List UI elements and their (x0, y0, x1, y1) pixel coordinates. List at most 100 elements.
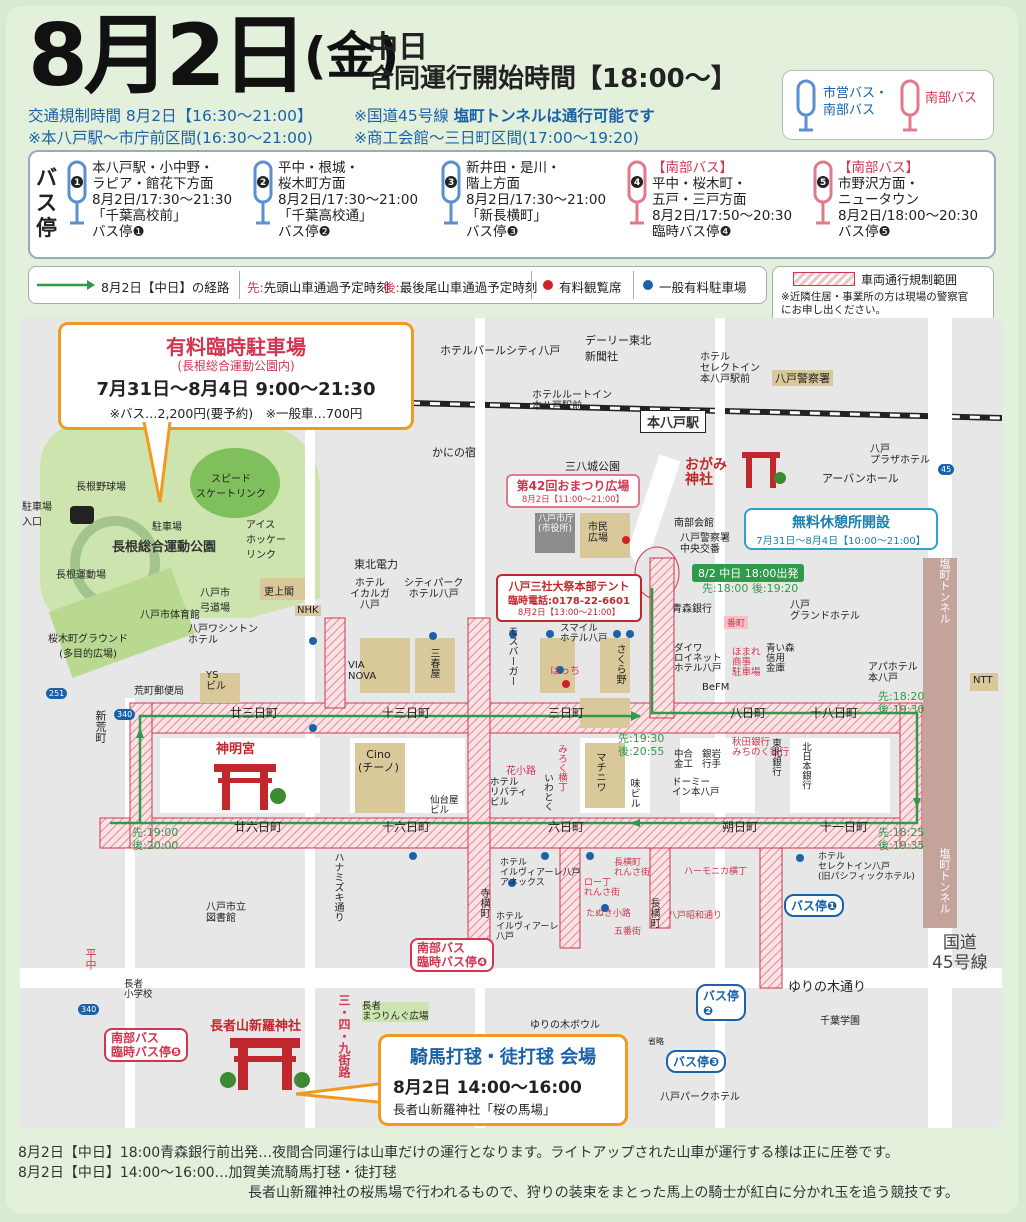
hq-tent-callout: 八戸三社大祭本部テント 臨時電話:0178-22-6601 8月2日【13:00… (496, 574, 642, 622)
kanino-yado: かにの宿 (432, 446, 476, 459)
hirachu: 平中 (84, 948, 97, 970)
departure-times: 先:18:00 後:19:20 (702, 582, 799, 595)
parking-subtitle: (長根総合運動公園内) (177, 359, 295, 373)
restricted-legend: 車両通行規制範囲 ※近隣住居・事業所の方は現場の警察官 にお申し出ください。 (772, 266, 994, 324)
departure-title: 8/2 中日 18:00出発 (692, 564, 805, 582)
choyoko-rensagai: 長横町 れんさ街 (614, 858, 651, 878)
aomori-bank: 青森銀行 (672, 604, 712, 615)
bus-stop-name: 本八戸駅・小中野・ ラピア・館花下方面 (92, 160, 214, 192)
restricted-swatch (793, 272, 855, 286)
ilviare-annex: ホテル イルヴィアーレ八戸 アネックス (500, 858, 581, 888)
start-time: 合同運行開始時間【18:00〜】 (368, 64, 737, 94)
chojasan-shinra-shrine: 長者山新羅神社 (210, 1019, 302, 1034)
rest-area-title: 無料休憩所開設 (792, 515, 890, 531)
street-label: 朔日町 (722, 820, 759, 834)
paid-parking-label: 一般有料駐車場 (659, 280, 747, 295)
bus-stop-stop: 「新長横町」 バス停❸ (466, 208, 547, 240)
sendaiya: 仙台屋 ビル (430, 795, 459, 816)
map-base (20, 318, 1002, 1128)
harmonica-yokocho: ハーモニカ横丁 (684, 867, 748, 877)
bus-stop-time: 8月2日/17:30〜21:30 (92, 192, 233, 208)
hotel-select-ekimae: ホテル セレクトイン 本八戸駅前 (700, 352, 760, 385)
bus-stop-name: 新井田・是川・ 階上方面 (466, 160, 561, 192)
parking-label: 駐車場 (152, 522, 182, 533)
speed-rink: スピード スケートリンク (196, 474, 266, 500)
ryaku-label: 省略 (648, 1037, 664, 1046)
nagane-baseball: 長根野球場 (76, 482, 126, 493)
dairy-tohoku: デーリー東北 新聞社 (585, 334, 651, 363)
bus-stop-number: 3 (448, 178, 455, 188)
route-251-badge: 251 (46, 688, 68, 699)
omatsuri-title: 第42回おまつり広場 (516, 479, 630, 493)
bus-stop-pole-icon (67, 160, 87, 225)
grand-hotel: 八戸 グランドホテル (790, 600, 860, 622)
shimin-hiroba: 市民 広場 (588, 522, 608, 544)
bancho-label: 番町 (724, 616, 749, 629)
route-inn: ホテルルートイン 本八戸駅前 (532, 390, 612, 412)
station-label: 本八戸駅 (640, 410, 707, 433)
sarajo: 更上閣 (264, 587, 294, 598)
bus-stop-pole-icon (253, 160, 273, 225)
bus-stop-time: 8月2日/17:30〜21:00 (466, 192, 607, 208)
kita-nihon-bank: 北日本銀行 (800, 742, 811, 790)
route-legend: 8月2日【中日】の経路 先:先頭山車通過予定時刻 後:最後尾山車通過予定時刻 有… (28, 266, 767, 304)
traffic-section: ※本八戸駅〜市庁前区間(16:30〜21:00) (28, 129, 313, 147)
parking-callout-tail (142, 422, 172, 503)
nanbu-kaikan: 南部会館 (674, 518, 714, 529)
chiba-gakuen: 千葉学園 (820, 1016, 860, 1027)
gobangai: 五番街 (614, 927, 642, 937)
showa-dori: 八戸昭和通り (668, 911, 723, 921)
traffic-time: 交通規制時間 8月2日【16:30〜21:00】 (28, 107, 313, 125)
dabokyu-callout: 騎馬打毬・徒打毬 会場 8月2日 14:00〜16:00 長者山新羅神社「桜の馬… (378, 1034, 628, 1126)
bus-stop-pole-icon (627, 160, 647, 225)
city-park-hotel: シティパーク ホテル八戸 (404, 578, 464, 600)
lead-time-legend: 先:先頭山車通過予定時刻 (247, 280, 389, 295)
yurinoki-bowl: ゆりの木ボウル (530, 1020, 600, 1031)
rocho-rensagai: ロー丁 れんさ街 (584, 878, 621, 898)
street-label: 十六日町 (382, 820, 431, 834)
cino: Cino (チーノ) (358, 748, 399, 774)
shinaramachi: 新荒町 (94, 710, 107, 743)
bus-stop-name: 平中・根城・ 桜木町方面 (278, 160, 359, 192)
route-map: 本八戸駅 ホテルパールシティ八戸 デーリー東北 新聞社 ホテル セレクトイン 本… (20, 318, 1002, 1128)
shinmeigu-icon (214, 764, 286, 810)
paid-parking-dot-icon (643, 280, 653, 290)
restricted-label: 車両通行規制範囲 (861, 273, 958, 287)
bus-stop-stop: 「千葉高校前」 バス停❶ (92, 208, 187, 240)
aoi-mori-shinkin: 青い森 信用 金庫 (766, 643, 795, 674)
iwate-bank: 銀岩 行手 (702, 749, 722, 770)
hq-tent-dates: 8月2日【13:00〜21:00】 (517, 608, 621, 618)
route-legend-label: 8月2日【中日】の経路 (101, 280, 230, 295)
sanpachi-park: 三八城公園 (565, 460, 620, 473)
iwatoku: いわとく (542, 773, 553, 811)
bus-stop-number: 4 (634, 178, 641, 188)
sanharuya: 三春屋 (428, 648, 439, 678)
machiniwa: マチニワ (594, 752, 605, 792)
sanshiku-gairo: 三・四・九街路 (337, 994, 351, 1078)
bus-stop-pole-icon (813, 160, 833, 225)
hacchi: はっち (550, 666, 580, 677)
street-label: 六日町 (548, 820, 585, 834)
befm: BeFM (702, 682, 730, 693)
street-label: 廿六日町 (234, 820, 283, 834)
ogami-shrine-icon (742, 452, 786, 488)
nanbu-bus-stop-icon (900, 79, 920, 132)
bus-stop-number: 2 (260, 178, 267, 188)
chuo-koban: 八戸警察署 中央交番 (680, 533, 730, 555)
kyudojo: 八戸市 弓道場 (200, 588, 230, 614)
dabokyu-title: 騎馬打毬・徒打毬 会場 (409, 1047, 597, 1068)
urban-hall: アーバンホール (822, 472, 899, 485)
tera-yokocho: 寺横町 (478, 888, 489, 918)
choja-school: 長者 小学校 (124, 979, 153, 1000)
route-45-badge: 45 (938, 464, 955, 475)
dabokyu-place: 長者山新羅神社「桜の馬場」 (393, 1102, 556, 1117)
parking-title: 有料臨時駐車場 (166, 335, 306, 359)
bus-stop-title: バス停 (36, 166, 57, 240)
dormy-inn: ドーミー イン本八戸 (672, 777, 720, 798)
event-name: 中日 (368, 30, 428, 65)
bus-stop-name: 市野沢方面・ ニュータウン (838, 176, 919, 208)
ice-rink: アイス ホッケー リンク (246, 520, 286, 561)
footer-line-1: 8月2日【中日】18:00青森銀行前出発…夜間合同運行は山車だけの運行となります… (18, 1145, 899, 1161)
bus-stop-company: 【南部バス】 (838, 160, 919, 176)
